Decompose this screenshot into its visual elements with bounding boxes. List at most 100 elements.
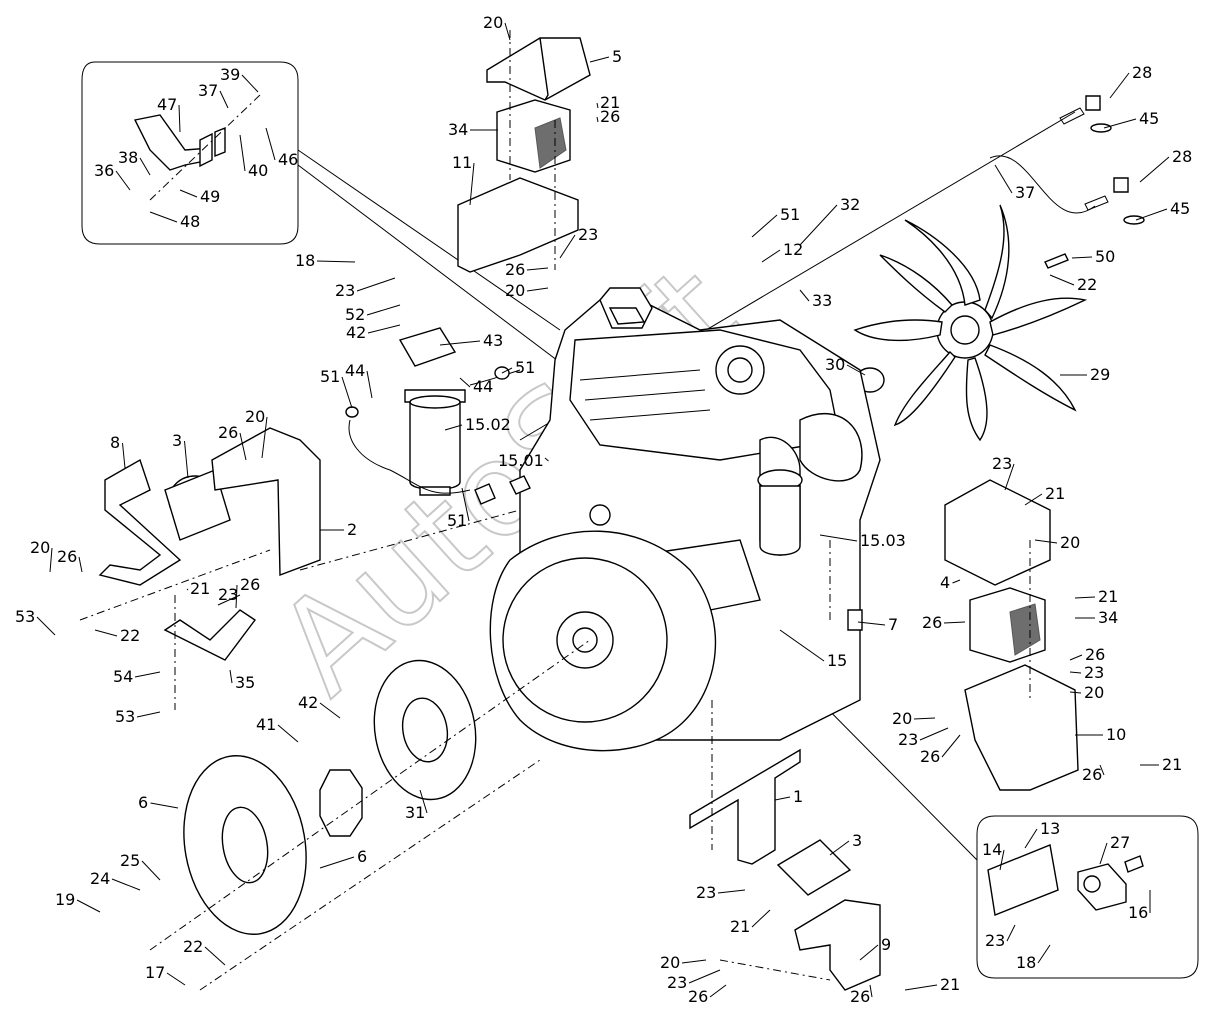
callout-label: 17	[145, 963, 165, 982]
callout-label: 42	[298, 693, 318, 712]
callout-label: 26	[922, 613, 942, 632]
callout-label: 20	[483, 13, 503, 32]
callout-label: 11	[452, 153, 472, 172]
callout-leader	[846, 364, 866, 376]
callout-leader	[913, 717, 936, 720]
callout-leader	[544, 457, 549, 462]
callout-label: 19	[55, 890, 75, 909]
callout-leader	[688, 969, 721, 984]
callout-leader	[219, 90, 229, 109]
callout-leader	[1099, 764, 1105, 776]
callout-label: 33	[812, 291, 832, 310]
callout-label: 15.01	[498, 451, 544, 470]
callout-label: 51	[780, 205, 800, 224]
callout-label: 3	[852, 831, 862, 850]
callout-leader	[150, 802, 179, 809]
callout-leader	[596, 116, 599, 123]
callout-label: 24	[90, 869, 110, 888]
callout-label: 26	[688, 987, 708, 1006]
callout-label: 8	[110, 433, 120, 452]
callout-label: 23	[335, 281, 355, 300]
callout-label: 49	[200, 187, 220, 206]
callout-leader	[341, 376, 353, 409]
callout-leader	[319, 702, 341, 719]
bracket-8	[98, 458, 182, 586]
callout-leader	[235, 584, 238, 609]
callout-label: 26	[505, 260, 525, 279]
callout-label: 44	[345, 361, 365, 380]
callout-leader	[779, 629, 825, 662]
callout-leader	[1049, 274, 1075, 286]
callout-label: 20	[30, 538, 50, 557]
callout-label: 16	[1128, 903, 1148, 922]
callout-label: 22	[183, 937, 203, 956]
callout-label: 39	[220, 65, 240, 84]
callout-leader	[111, 878, 141, 891]
callout-leader	[122, 442, 126, 469]
callout-leader	[943, 621, 966, 624]
callout-label: 15.03	[860, 531, 906, 550]
callout-label: 44	[473, 377, 493, 396]
callout-label: 21	[1045, 484, 1065, 503]
callout-label: 21	[190, 579, 210, 598]
callout-label: 4	[940, 573, 950, 592]
callout-leader	[316, 260, 356, 263]
callout-label: 27	[1110, 833, 1130, 852]
callout-leader	[1103, 118, 1137, 129]
callout-label: 22	[1077, 275, 1097, 294]
callout-leader	[36, 616, 56, 636]
callout-label: 45	[1170, 199, 1190, 218]
callout-label: 26	[600, 107, 620, 126]
callout-label: 20	[660, 953, 680, 972]
callout-label: 21	[1162, 755, 1182, 774]
callout-label: 1	[793, 787, 803, 806]
callout-label: 41	[256, 715, 276, 734]
callout-label: 5	[612, 47, 622, 66]
mount-bracket-4	[944, 479, 1051, 586]
callout-labels: 2052126341123262039374746384036494828453…	[15, 13, 1192, 1006]
callout-label: 20	[892, 709, 912, 728]
callout-label: 23	[578, 225, 598, 244]
callout-label: 30	[825, 355, 845, 374]
callout-leader	[681, 959, 707, 964]
oil-filter-15-03	[759, 485, 801, 556]
callout-label: 20	[1060, 533, 1080, 552]
callout-label: 20	[245, 407, 265, 426]
callout-leader	[141, 860, 161, 881]
bracket-2	[211, 427, 321, 577]
callout-label: 18	[1016, 953, 1036, 972]
callout-leader	[115, 170, 131, 191]
callout-leader	[501, 367, 513, 374]
callout-label: 9	[881, 935, 891, 954]
mount-bracket-9	[794, 899, 881, 991]
callout-leader	[461, 487, 470, 522]
gear	[319, 769, 363, 837]
callout-label: 26	[920, 747, 940, 766]
callout-leader	[204, 946, 226, 966]
callout-label: 51	[320, 367, 340, 386]
flywheel-housing	[489, 530, 717, 752]
callout-leader	[186, 588, 189, 591]
callout-label: 37	[1015, 183, 1035, 202]
callout-leader	[999, 849, 1005, 871]
callout-label: 26	[1085, 645, 1105, 664]
callout-label: 18	[295, 251, 315, 270]
callout-leader	[994, 164, 1013, 194]
callout-leader	[1034, 539, 1058, 544]
callout-label: 26	[218, 423, 238, 442]
callout-leader	[459, 377, 471, 388]
inset-frame-bottom-right	[976, 815, 1199, 979]
callout-label: 28	[1132, 63, 1152, 82]
callout-label: 51	[515, 358, 535, 377]
callout-label: 46	[278, 150, 298, 169]
fuel-filter-15-02	[404, 389, 466, 496]
callout-label: 38	[118, 148, 138, 167]
callout-leader	[751, 909, 771, 928]
callout-leader	[774, 796, 791, 801]
callout-leader	[439, 340, 481, 346]
callout-label: 40	[248, 161, 268, 180]
callout-leader	[49, 547, 53, 573]
callout-label: 34	[448, 120, 468, 139]
callout-leader	[1069, 654, 1083, 661]
callout-label: 34	[1098, 608, 1118, 627]
